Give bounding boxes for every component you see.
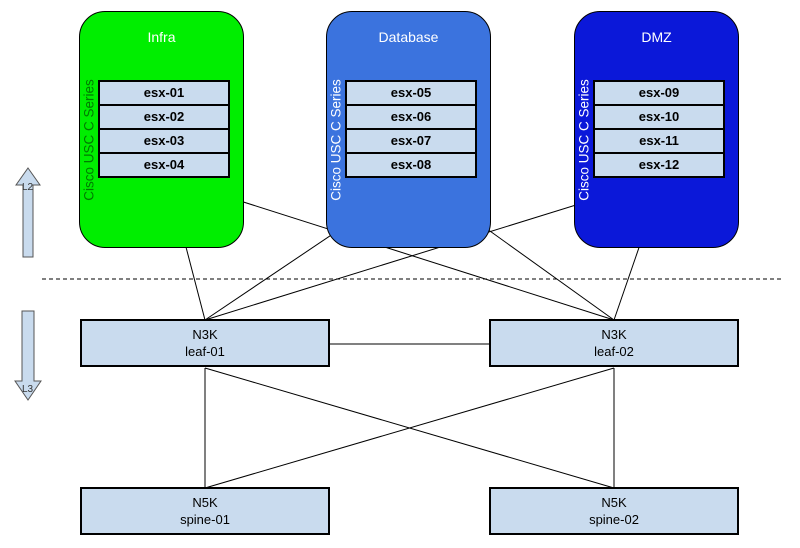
- l2-arrow-label: L2: [22, 182, 34, 193]
- l3-arrow-label: L3: [22, 384, 34, 395]
- switch-name: spine-01: [180, 512, 230, 527]
- server-stack: esx-01 esx-02 esx-03 esx-04: [98, 80, 230, 178]
- switch-model: N3K: [601, 327, 627, 342]
- switch-spine-02[interactable]: N5K spine-02: [489, 487, 739, 535]
- pod-title: DMZ: [641, 29, 672, 45]
- server-esx-02[interactable]: esx-02: [100, 104, 228, 128]
- pod-dmz: DMZ Cisco USC C Series esx-09 esx-10 esx…: [574, 11, 739, 248]
- switch-leaf-02[interactable]: N3K leaf-02: [489, 319, 739, 367]
- switch-name: spine-02: [589, 512, 639, 527]
- server-esx-04[interactable]: esx-04: [100, 152, 228, 176]
- switch-leaf-01[interactable]: N3K leaf-01: [80, 319, 330, 367]
- switch-model: N5K: [192, 495, 218, 510]
- server-esx-03[interactable]: esx-03: [100, 128, 228, 152]
- pod-database: Database Cisco USC C Series esx-05 esx-0…: [326, 11, 491, 248]
- server-esx-08[interactable]: esx-08: [347, 152, 475, 176]
- server-esx-06[interactable]: esx-06: [347, 104, 475, 128]
- pod-title: Infra: [147, 29, 176, 45]
- pod-title: Database: [378, 29, 439, 45]
- server-stack: esx-09 esx-10 esx-11 esx-12: [593, 80, 725, 178]
- switch-model: N3K: [192, 327, 218, 342]
- pod-infra: Infra Cisco USC C Series esx-01 esx-02 e…: [79, 11, 244, 248]
- chassis-label: Cisco USC C Series: [576, 79, 592, 201]
- server-esx-12[interactable]: esx-12: [595, 152, 723, 176]
- switch-name: leaf-02: [594, 344, 634, 359]
- server-esx-05[interactable]: esx-05: [390, 85, 432, 100]
- server-stack: esx-05 esx-06 esx-07 esx-08: [345, 80, 477, 178]
- l2-up-arrow-icon: L2: [15, 167, 41, 258]
- switch-spine-01[interactable]: N5K spine-01: [80, 487, 330, 535]
- chassis-label: Cisco USC C Series: [81, 79, 97, 201]
- server-esx-10[interactable]: esx-10: [595, 104, 723, 128]
- l3-down-arrow-icon: L3: [14, 310, 42, 401]
- server-esx-11[interactable]: esx-11: [595, 128, 723, 152]
- server-esx-09[interactable]: esx-09: [638, 85, 680, 100]
- switch-name: leaf-01: [185, 344, 225, 359]
- server-esx-01[interactable]: esx-01: [143, 85, 185, 100]
- server-esx-07[interactable]: esx-07: [347, 128, 475, 152]
- link-leaf02-spine01: [204, 367, 615, 489]
- switch-model: N5K: [601, 495, 627, 510]
- chassis-label: Cisco USC C Series: [328, 79, 344, 201]
